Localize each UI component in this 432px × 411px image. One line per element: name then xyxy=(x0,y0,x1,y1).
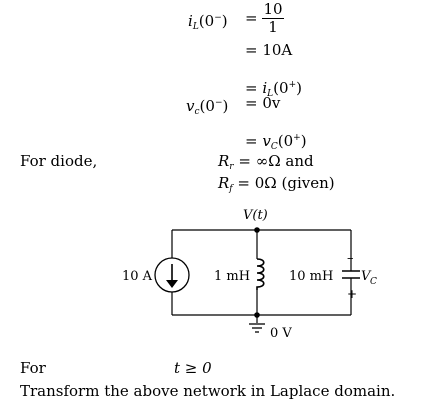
il-plus-var: i xyxy=(262,79,268,97)
inductor-value-label: 1 mH xyxy=(214,269,250,284)
bottom-node-dot xyxy=(254,312,260,318)
vc-plus-var: v xyxy=(262,132,271,150)
diode-label: For diode, xyxy=(20,152,98,170)
eq-zero-volt: = 0v xyxy=(245,94,281,112)
il-arg: (0 xyxy=(198,12,215,30)
eq-il-zero-plus: = iL(0+) xyxy=(245,77,302,103)
rf-var: R xyxy=(218,174,230,192)
top-node-dot xyxy=(254,227,260,233)
rf-sub: f xyxy=(229,184,233,194)
eq-sign-3: = xyxy=(245,79,258,97)
eq-forward-resistance: Rf = 0Ω (given) xyxy=(218,175,335,198)
source-value-label: 10 A xyxy=(122,269,153,284)
il-sub: L xyxy=(192,22,199,32)
rr-sub: r xyxy=(229,162,234,172)
ground-icon xyxy=(249,323,265,333)
eq-vc-zero-minus: vc(0−) xyxy=(186,95,228,121)
vc-sup: − xyxy=(214,98,223,108)
inductor-coil xyxy=(256,258,265,290)
current-source xyxy=(154,257,190,293)
vc-plus-sub: C xyxy=(270,142,278,152)
il-sup: − xyxy=(214,13,222,23)
rf-rhs: = 0Ω (given) xyxy=(237,174,335,192)
vc-plus-close: ) xyxy=(300,132,307,150)
il-plus-close: ) xyxy=(296,79,302,97)
vc-sub: c xyxy=(194,107,200,117)
fraction-ten-over-one: 10 1 xyxy=(262,2,284,35)
for-label: For xyxy=(20,359,46,377)
ground-voltage-label: 0 V xyxy=(270,326,292,341)
time-condition: t ≥ 0 xyxy=(174,359,212,377)
eq-reverse-resistance: Rr = ∞Ω and xyxy=(218,153,314,176)
vc-label-sub: C xyxy=(370,277,377,287)
rr-var: R xyxy=(218,152,230,170)
il-var: i xyxy=(188,12,193,30)
eq-ten-amp: = 10A xyxy=(245,41,293,59)
vc-minus-sign: – xyxy=(347,251,354,266)
fraction-denominator: 1 xyxy=(268,18,278,36)
eq-sign-5: = xyxy=(245,132,258,150)
rr-rhs: = ∞Ω and xyxy=(238,152,314,170)
fraction-bar xyxy=(262,18,284,19)
il-plus-sup: + xyxy=(288,80,297,90)
vc-plus-sup: + xyxy=(293,133,301,143)
arrow-down-icon xyxy=(166,280,178,288)
node-voltage-label: V(t) xyxy=(243,208,268,223)
il-close: ) xyxy=(221,12,228,30)
eq-sign-1: = xyxy=(245,9,258,27)
instruction-text: Transform the above network in Laplace d… xyxy=(20,382,396,400)
il-plus-arg: (0 xyxy=(273,79,289,97)
vc-var: v xyxy=(186,97,195,115)
vc-plus-sign: + xyxy=(347,287,357,301)
fraction-numerator: 10 xyxy=(263,0,283,18)
vc-plus-arg: (0 xyxy=(277,132,294,150)
il-plus-sub: L xyxy=(267,89,274,99)
eq-vc-zero-plus: = vC(0+) xyxy=(245,130,307,156)
vc-label: V xyxy=(361,269,372,284)
capacitor-value-label: 10 mH xyxy=(289,269,333,284)
eq-il-zero-minus: iL(0−) xyxy=(188,10,228,36)
vc-close: ) xyxy=(222,97,229,115)
vc-arg: (0 xyxy=(199,97,215,115)
